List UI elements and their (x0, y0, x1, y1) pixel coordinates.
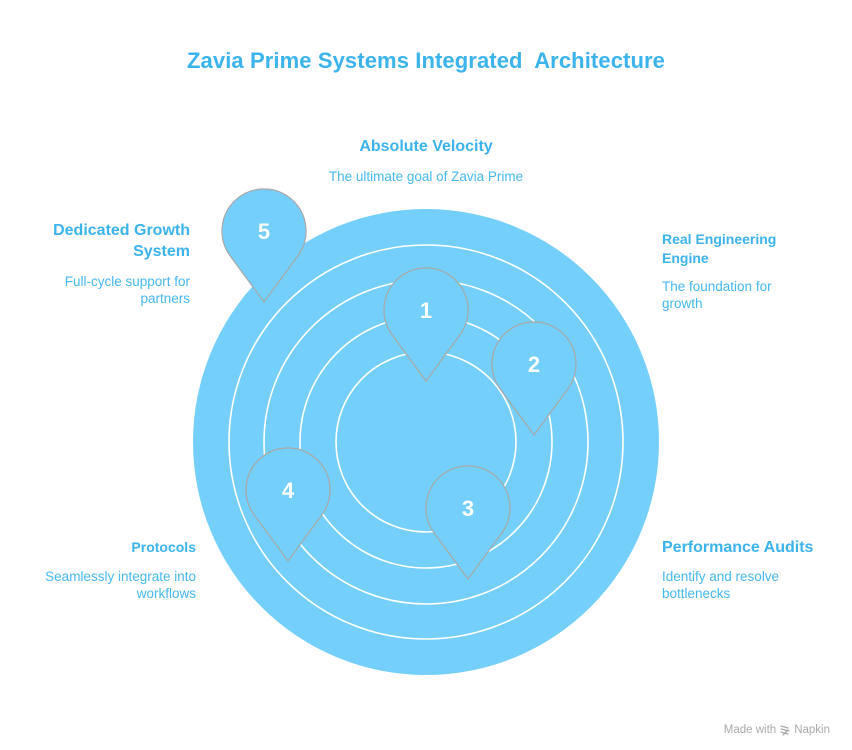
map-pin-5: 5 (221, 188, 307, 304)
pin-number: 1 (420, 298, 432, 323)
diagram-title: Zavia Prime Systems Integrated Architect… (187, 48, 665, 73)
label-absolute-velocity: Absolute Velocity The ultimate goal of Z… (296, 136, 556, 185)
pin-number: 2 (528, 352, 540, 377)
label-performance-audits: Performance Audits Identify and resolve … (662, 537, 842, 602)
label-protocols: Protocols Seamlessly integrate into work… (20, 538, 196, 602)
map-pin-icon (425, 465, 511, 581)
label-description: The foundation for growth (662, 279, 772, 311)
ring-1 (228, 244, 624, 640)
napkin-logo-icon (780, 724, 790, 736)
label-real-engineering-engine: Real Engineering Engine The foundation f… (662, 230, 812, 312)
map-pin-1: 1 (383, 267, 469, 383)
label-heading: Performance Audits (662, 539, 814, 556)
map-pin-icon (491, 321, 577, 437)
watermark-brand: Napkin (794, 724, 830, 736)
label-heading: Protocols (131, 539, 196, 555)
pin-number: 3 (462, 496, 474, 521)
label-description: Identify and resolve bottlenecks (662, 569, 780, 601)
map-pin-icon (245, 447, 331, 563)
map-pin-4: 4 (245, 447, 331, 563)
watermark[interactable]: Made with Napkin (724, 724, 830, 736)
map-pin-3: 3 (425, 465, 511, 581)
label-description: Seamlessly integrate into workflows (45, 569, 196, 601)
map-pin-2: 2 (491, 321, 577, 437)
label-description: Full-cycle support for partners (64, 274, 190, 306)
map-pin-icon (221, 188, 307, 304)
label-dedicated-growth-system: Dedicated Growth System Full-cycle suppo… (30, 220, 190, 307)
label-heading: Real Engineering Engine (662, 231, 777, 266)
pin-number: 5 (258, 219, 270, 244)
label-description: The ultimate goal of Zavia Prime (328, 169, 524, 184)
watermark-prefix: Made with (723, 724, 777, 736)
map-pin-icon (383, 267, 469, 383)
label-heading: Absolute Velocity (359, 138, 493, 155)
pins-group: 1 2 3 4 5 (221, 188, 577, 581)
label-heading: Dedicated Growth System (53, 222, 190, 260)
pin-number: 4 (282, 478, 295, 503)
